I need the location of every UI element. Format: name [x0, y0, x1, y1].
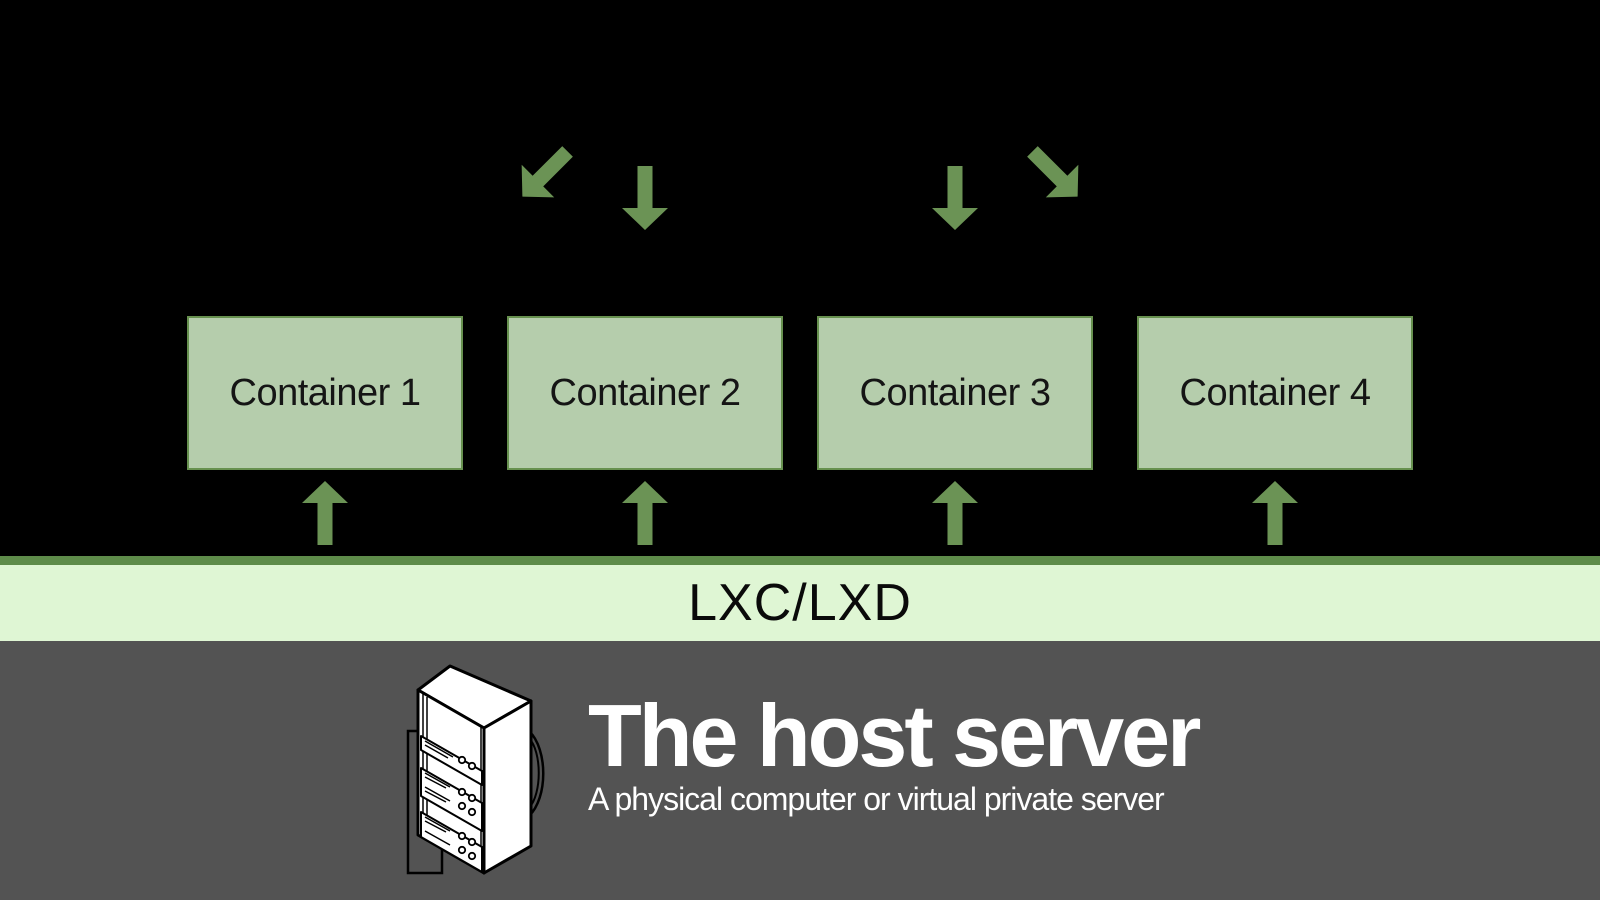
host-title: The host server	[588, 686, 1201, 785]
up-arrow-icon	[302, 481, 348, 545]
lxc-lxd-label: LXC/LXD	[688, 574, 912, 632]
container-2-box: Container 2	[507, 316, 783, 470]
container-1-label: Container 1	[229, 371, 421, 414]
up-arrow-icon	[622, 481, 668, 545]
container-3-box: Container 3	[817, 316, 1093, 470]
down-arrow-icon	[622, 166, 668, 230]
container-3-label: Container 3	[859, 371, 1051, 414]
down-left-arrow-icon	[521, 146, 573, 198]
container-2-label: Container 2	[549, 371, 741, 414]
down-arrow-icon	[932, 166, 978, 230]
lxc-lxd-bar: LXC/LXD	[0, 565, 1600, 641]
server-rack-icon	[406, 664, 545, 875]
container-4-box: Container 4	[1137, 316, 1413, 470]
container-4-label: Container 4	[1179, 371, 1371, 414]
up-arrow-icon	[1252, 481, 1298, 545]
host-subtitle: A physical computer or virtual private s…	[588, 781, 1165, 817]
host-section: The host server A physical computer or v…	[0, 641, 1600, 900]
container-1-box: Container 1	[187, 316, 463, 470]
down-right-arrow-icon	[1027, 146, 1079, 198]
up-arrow-icon	[932, 481, 978, 545]
lxc-bar-top-border	[0, 556, 1600, 565]
